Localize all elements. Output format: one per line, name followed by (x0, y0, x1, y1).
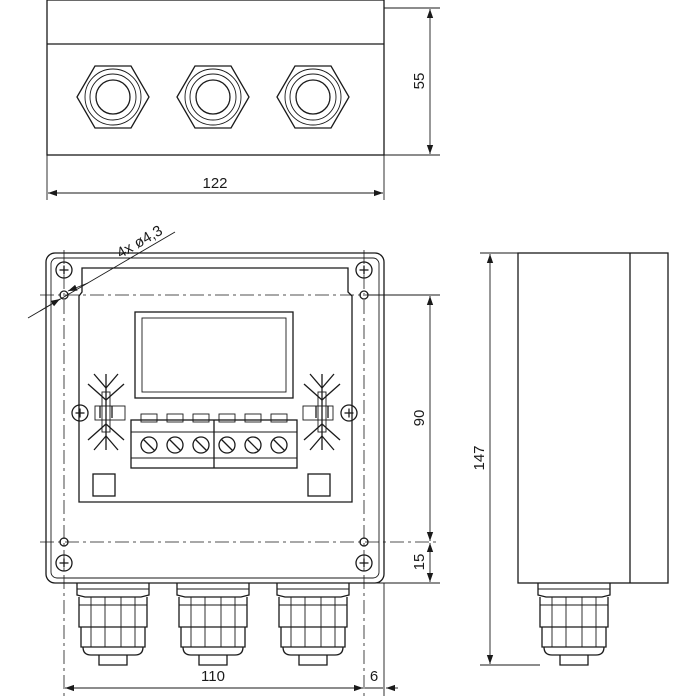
cable-gland-bottom-1 (76, 582, 150, 666)
cable-gland-bottom-3 (276, 582, 350, 666)
side-view-outline (517, 252, 669, 584)
heatsink-left (87, 373, 125, 451)
dimension-label-cable-offset: 15 (411, 554, 428, 571)
terminal-screw-5 (244, 436, 262, 454)
top-view: 55 122 (46, 0, 440, 200)
terminal-screw-2 (166, 436, 184, 454)
dimension-label-top-height: 55 (411, 73, 428, 90)
terminal-screw-3 (192, 436, 210, 454)
top-view-outline (46, 0, 385, 156)
cable-gland-top-1 (76, 65, 150, 129)
cable-gland-top-2 (176, 65, 250, 129)
dimension-label-side-height: 147 (471, 445, 488, 470)
front-view: 4x ø4,3 90 15 110 6 (27, 222, 440, 700)
housing-outline (45, 252, 385, 584)
cable-gland-bottom-2 (176, 582, 250, 666)
terminal-screw-1 (140, 436, 158, 454)
display-window (134, 311, 294, 399)
dimension-label-mount-spacing-h: 110 (201, 668, 225, 685)
terminal-block (130, 413, 298, 469)
dimension-label-top-width: 122 (202, 175, 227, 192)
side-view: 147 (471, 252, 669, 666)
cable-gland-side (537, 582, 611, 666)
heatsink-right (303, 373, 341, 451)
terminal-screw-6 (270, 436, 288, 454)
mounting-plate (78, 267, 353, 503)
square-indicator-right (307, 473, 331, 497)
terminal-screw-4 (218, 436, 236, 454)
cable-gland-top-3 (276, 65, 350, 129)
plate-screw-right (340, 404, 358, 422)
dimension-label-mount-spacing-v: 90 (411, 410, 428, 427)
square-indicator-left (92, 473, 116, 497)
plate-screw-left (71, 404, 89, 422)
dimension-label-edge-offset: 6 (370, 668, 378, 685)
